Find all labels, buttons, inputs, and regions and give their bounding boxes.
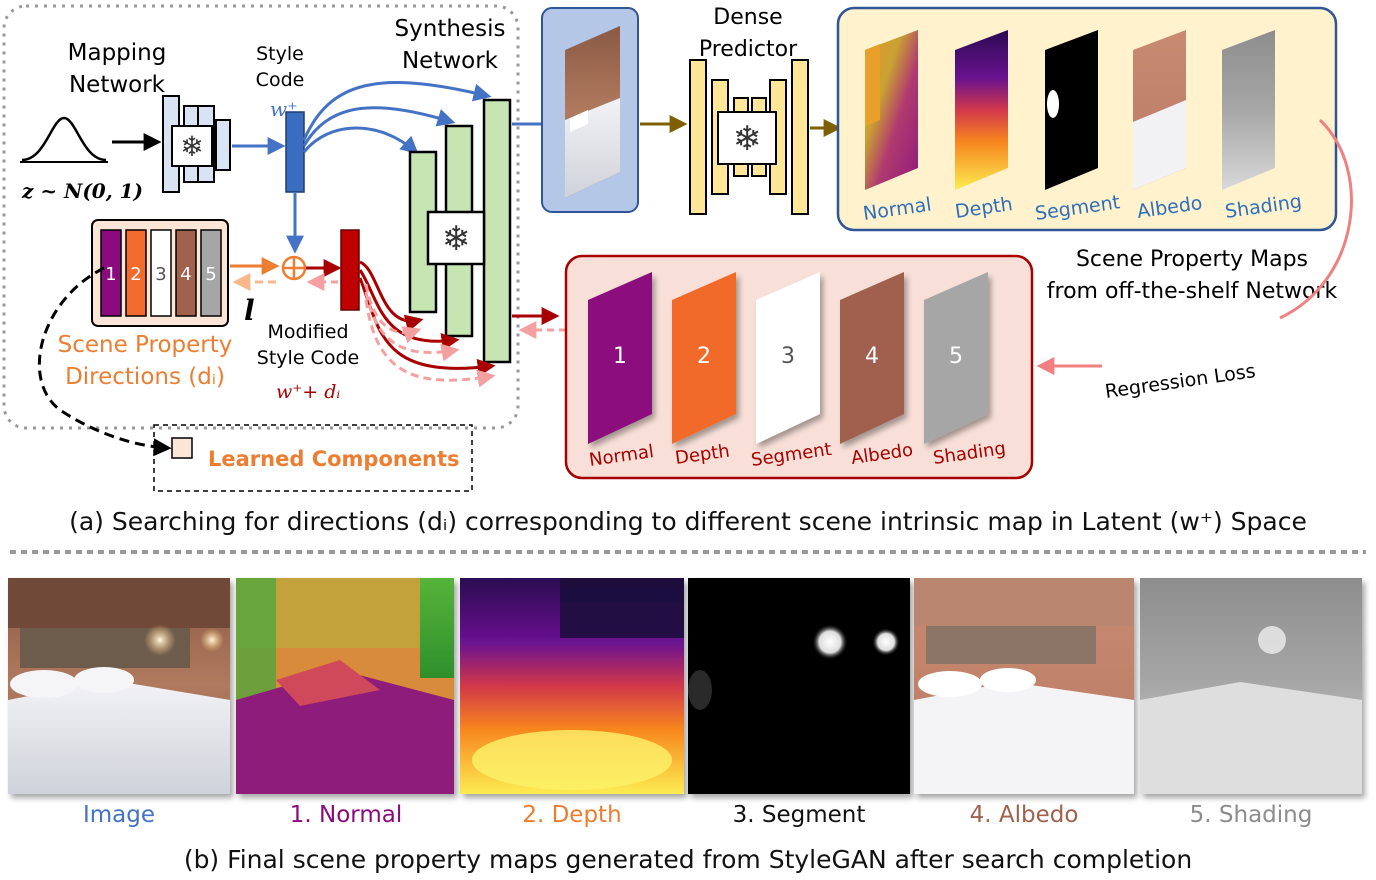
result-label: 5. Shading — [1190, 802, 1313, 828]
generated-map-number: 4 — [865, 344, 879, 369]
direction-number: 5 — [205, 264, 216, 285]
result-shading — [1140, 578, 1362, 794]
predicted-map-albedo — [1133, 30, 1186, 190]
caption-a: (a) Searching for directions (dᵢ) corres… — [69, 507, 1307, 536]
generated-map-number: 1 — [613, 344, 627, 369]
mapping-network-label-2: Network — [69, 72, 166, 98]
generated-map-segment — [756, 272, 820, 444]
modified-formula: w⁺+ dᵢ — [276, 381, 340, 403]
learned-components-label: Learned Components — [208, 447, 460, 471]
learned-swatch — [171, 437, 193, 459]
result-albedo — [914, 578, 1134, 794]
scene-maps-label-2: from off-the-shelf Network — [1047, 279, 1338, 304]
style-code-vector — [285, 111, 305, 193]
predicted-map-shading — [1222, 30, 1275, 190]
learned-link-arrow — [37, 266, 172, 457]
predicted-map-normal — [865, 30, 918, 190]
direction-number: 4 — [180, 264, 191, 285]
snowflake-icon: ❄ — [733, 119, 762, 159]
result-depth — [460, 578, 684, 794]
result-image — [8, 578, 230, 794]
generated-map-numbers: 1 2 3 4 5 — [613, 344, 963, 369]
result-normal — [236, 578, 454, 794]
generated-map-depth — [672, 272, 736, 444]
result-label: 3. Segment — [733, 802, 866, 828]
generated-map-number: 5 — [949, 344, 963, 369]
l-label: l — [244, 294, 255, 327]
noise-distribution-label: z ~ N(0, 1) — [21, 179, 143, 203]
generated-map-normal — [588, 272, 652, 444]
direction-number: 2 — [130, 264, 141, 285]
modified-to-synthesis-arrows — [358, 260, 496, 388]
learned-components-legend — [153, 424, 473, 492]
result-label: 1. Normal — [290, 802, 402, 828]
scene-property-directions-label: Scene Property — [58, 332, 233, 358]
mapping-network-label: Mapping — [68, 40, 167, 66]
gaussian-curve-icon — [20, 116, 108, 163]
dense-predictor-label-2: Predictor — [699, 37, 798, 62]
generator-dotted-box — [2, 4, 520, 430]
direction-number: 3 — [155, 264, 166, 285]
generated-image — [565, 26, 620, 198]
predicted-map-depth — [955, 30, 1008, 190]
generated-map-number: 2 — [697, 344, 711, 369]
result-segment — [688, 578, 910, 794]
caption-b: (b) Final scene property maps generated … — [184, 845, 1192, 874]
style-to-synthesis-arrows — [286, 81, 492, 254]
scene-maps-label: Scene Property Maps — [1076, 247, 1308, 272]
modified-style-label-2: Style Code — [257, 347, 359, 369]
result-label: Image — [83, 802, 155, 828]
style-code-label: Style — [256, 43, 304, 65]
generated-map-number: 3 — [781, 344, 795, 369]
generated-map-albedo — [840, 272, 904, 444]
dense-predictor: ❄ — [689, 59, 809, 215]
modified-style-label: Modified — [267, 321, 348, 343]
result-label: 4. Albedo — [970, 802, 1079, 828]
modified-style-code-vector — [340, 229, 360, 311]
regression-loss-label: Regression Loss — [1104, 360, 1257, 403]
snowflake-icon: ❄ — [442, 219, 471, 259]
regression-loss-curve-top — [1279, 118, 1353, 320]
add-operator-icon — [281, 255, 307, 281]
direction-bars — [100, 229, 222, 317]
generated-map-shading — [924, 272, 988, 444]
mapping-network: ❄ — [162, 95, 231, 193]
result-labels: Image 1. Normal 2. Depth 3. Segment 4. A… — [83, 802, 1312, 828]
style-code-label-2: Code — [256, 69, 305, 91]
direction-number: 1 — [105, 264, 116, 285]
predicted-map-segment — [1045, 30, 1098, 190]
snowflake-icon: ❄ — [180, 130, 203, 163]
scene-property-directions-label-2: Directions (dᵢ) — [65, 364, 225, 390]
synthesis-network: ❄ — [408, 98, 512, 364]
result-label: 2. Depth — [522, 802, 621, 828]
synthesis-network-label-2: Network — [402, 48, 499, 74]
synthesis-network-label: Synthesis — [395, 16, 506, 42]
generated-map-tiles — [588, 272, 988, 444]
dense-predictor-label: Dense — [713, 5, 782, 30]
